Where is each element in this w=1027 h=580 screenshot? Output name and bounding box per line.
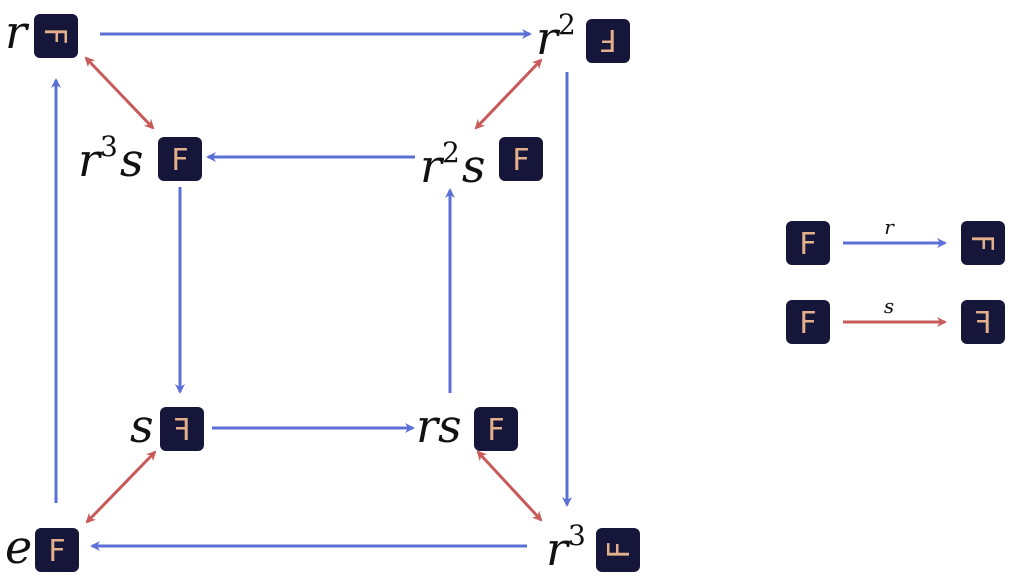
node-label-r2: r2 xyxy=(536,8,576,65)
legend-tile-to: F xyxy=(961,300,1005,344)
node-r3: r3 F xyxy=(546,519,640,576)
reflection-arrow-r-r3s xyxy=(84,56,155,130)
legend-label: r xyxy=(884,215,895,239)
f-glyph: F xyxy=(974,306,991,341)
legend-tile-to: F xyxy=(961,221,1005,265)
node-label-rs: rs xyxy=(416,399,462,453)
node-label-r3s: r3s xyxy=(78,130,143,187)
node-label-s: s xyxy=(130,399,154,453)
tile-e: F xyxy=(35,528,79,572)
tile-s: F xyxy=(160,407,204,451)
tile-background xyxy=(35,528,79,572)
f-glyph: F xyxy=(512,143,529,178)
tile-background xyxy=(586,19,630,63)
tile-background xyxy=(961,221,1005,265)
f-glyph: F xyxy=(487,413,504,448)
legend-tile-from: F xyxy=(786,300,830,344)
tile-background xyxy=(596,528,640,572)
tile-background xyxy=(499,137,543,181)
tile-background xyxy=(160,407,204,451)
f-glyph: F xyxy=(37,27,72,44)
tile-background xyxy=(158,137,202,181)
tile-r2: F xyxy=(586,19,630,63)
tile-r: F xyxy=(34,14,78,58)
tile-background xyxy=(786,221,830,265)
reflection-arrow-s-e xyxy=(85,450,157,524)
f-glyph: F xyxy=(171,143,188,178)
f-glyph: F xyxy=(964,234,999,251)
f-glyph: F xyxy=(48,534,65,569)
f-glyph: F xyxy=(602,541,637,558)
tile-r3s: F xyxy=(158,137,202,181)
tile-rs: F xyxy=(474,407,518,451)
reflection-arrow-r2-r2s xyxy=(474,58,543,130)
legend-label: s xyxy=(884,294,894,318)
node-label-r: r xyxy=(5,5,30,59)
node-label-e: e xyxy=(5,520,32,574)
edges-layer xyxy=(51,29,572,551)
tile-r3: F xyxy=(596,528,640,572)
tile-background xyxy=(786,300,830,344)
node-r3s: r3s F xyxy=(78,130,202,187)
tile-background xyxy=(961,300,1005,344)
node-label-r3: r3 xyxy=(546,519,586,576)
tile-background xyxy=(34,14,78,58)
node-r2s: r2s F xyxy=(420,136,543,193)
f-glyph: F xyxy=(599,22,616,57)
tile-r2s: F xyxy=(499,137,543,181)
node-label-r2s: r2s xyxy=(420,136,485,193)
node-rs: rs F xyxy=(416,399,518,453)
legend-tile-from: F xyxy=(786,221,830,265)
tile-background xyxy=(474,407,518,451)
f-glyph: F xyxy=(799,227,816,262)
f-glyph: F xyxy=(173,413,190,448)
f-glyph: F xyxy=(799,306,816,341)
node-r2: r2 F xyxy=(536,8,630,65)
reflection-arrow-rs-r3 xyxy=(476,450,543,522)
